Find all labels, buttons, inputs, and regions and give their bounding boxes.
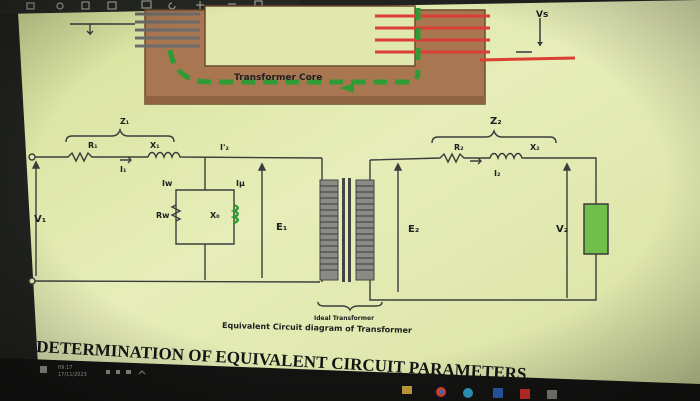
window-icon[interactable] (547, 390, 557, 399)
x1-label: X₁ (150, 141, 160, 150)
v1-label: V₁ (34, 214, 46, 225)
core-label-text: Transformer Core (234, 73, 322, 83)
z1-label: Z₁ (120, 117, 130, 126)
iw-label: Iw (162, 179, 173, 188)
e2-label: E₂ (408, 224, 419, 235)
i2-label: I₂ (494, 169, 501, 178)
i2-prime-label: I'₂ (220, 143, 229, 152)
battery-icon[interactable] (126, 370, 131, 374)
v2-label: V₂ (556, 224, 568, 235)
speaker-icon[interactable] (116, 370, 120, 374)
load-resistor (583, 203, 609, 255)
primary-terminal-top (28, 153, 36, 161)
primary-terminal-bottom (28, 277, 36, 285)
word-icon[interactable] (493, 388, 503, 398)
rw-label: Rw (156, 211, 170, 220)
x2-label: X₂ (530, 143, 540, 152)
ideal-transformer-label: Ideal Transformer (314, 315, 374, 322)
e1-label: E₁ (276, 222, 287, 233)
file-explorer-icon[interactable] (402, 386, 412, 394)
pdf-icon[interactable] (520, 389, 530, 399)
start-icon[interactable] (40, 366, 47, 373)
core-label: Transformer Core (234, 73, 322, 83)
clock-date: 17/11/2023 (58, 372, 87, 378)
vs-label: Vs (536, 10, 548, 20)
r1-label: R₁ (88, 141, 98, 150)
edge-icon[interactable] (463, 388, 473, 398)
z2-label: Z₂ (490, 116, 502, 127)
network-icon[interactable] (106, 370, 110, 374)
clock-time: 09:17 (58, 365, 72, 371)
iu-label: Iμ (236, 179, 245, 188)
i1-label: I₁ (120, 165, 127, 174)
r2-label: R₂ (454, 143, 464, 152)
x0-label: X₀ (210, 211, 220, 220)
